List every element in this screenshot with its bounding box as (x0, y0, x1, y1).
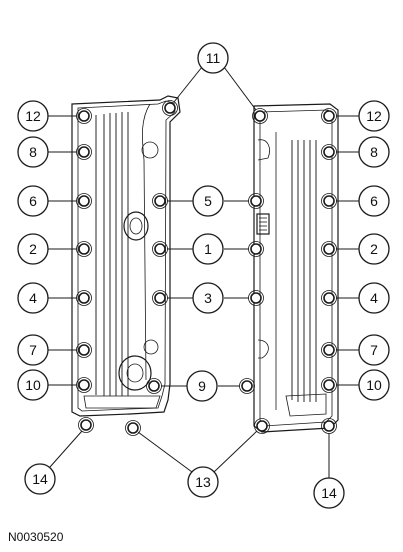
callout-6-right: 6 (358, 185, 390, 217)
callout-14-right: 14 (313, 477, 345, 509)
callout-6-left: 6 (17, 185, 49, 217)
bolt-right-7 (321, 342, 337, 358)
svg-text:12: 12 (25, 108, 41, 124)
bolt-left-1 (152, 241, 168, 257)
callouts: 11 12 8 6 2 4 7 10 14 12 8 6 2 4 7 10 14… (17, 42, 390, 509)
bolt-left-9 (146, 378, 162, 394)
bolt-left-12 (76, 108, 92, 124)
bolt-right-4 (321, 290, 337, 306)
svg-text:9: 9 (198, 378, 206, 394)
svg-text:8: 8 (370, 144, 378, 160)
bolt-left-13 (125, 420, 141, 436)
callout-5: 5 (192, 185, 224, 217)
svg-text:10: 10 (25, 377, 41, 393)
bolt-left-5 (152, 193, 168, 209)
svg-text:10: 10 (366, 377, 382, 393)
left-valve-cover (71, 95, 181, 417)
callout-8-right: 8 (358, 136, 390, 168)
callout-10-left: 10 (17, 369, 49, 401)
figure-id-label: N0030520 (8, 530, 64, 544)
callout-12-right: 12 (358, 100, 390, 132)
svg-text:7: 7 (29, 342, 37, 358)
bolt-left-4 (76, 290, 92, 306)
callout-10-right: 10 (358, 369, 390, 401)
svg-text:6: 6 (370, 193, 378, 209)
bolt-left-14 (78, 417, 94, 433)
callout-8-left: 8 (17, 136, 49, 168)
svg-text:4: 4 (29, 290, 37, 306)
bolt-right-12 (321, 108, 337, 124)
svg-text:6: 6 (29, 193, 37, 209)
bolt-right-10 (321, 377, 337, 393)
bolt-right-3 (248, 290, 264, 306)
callout-1: 1 (192, 233, 224, 265)
bolt-left-11 (162, 100, 178, 116)
bolt-right-14 (321, 418, 337, 434)
callout-2-right: 2 (358, 233, 390, 265)
svg-text:3: 3 (204, 290, 212, 306)
svg-text:13: 13 (195, 474, 211, 490)
callout-7-right: 7 (358, 334, 390, 366)
bolt-right-2 (321, 241, 337, 257)
bolt-left-10 (76, 377, 92, 393)
callout-3: 3 (192, 282, 224, 314)
bolt-right-13 (254, 418, 270, 434)
callout-11-label: 11 (206, 50, 221, 66)
svg-text:1: 1 (204, 241, 212, 257)
callout-4-right: 4 (358, 282, 390, 314)
callout-9: 9 (186, 370, 218, 402)
svg-text:12: 12 (366, 108, 382, 124)
svg-text:2: 2 (29, 241, 37, 257)
bolt-right-6 (321, 193, 337, 209)
svg-text:8: 8 (29, 144, 37, 160)
bolt-right-8 (321, 144, 337, 160)
bolt-right-5 (248, 193, 264, 209)
callout-2-left: 2 (17, 233, 49, 265)
bolt-left-3 (152, 290, 168, 306)
bolt-left-8 (76, 144, 92, 160)
bolt-right-1 (248, 241, 264, 257)
svg-text:5: 5 (204, 193, 212, 209)
bolt-left-6 (76, 193, 92, 209)
callout-12-left: 12 (17, 100, 49, 132)
callout-11: 11 (197, 42, 229, 74)
bolt-left-2 (76, 241, 92, 257)
callout-7-left: 7 (17, 334, 49, 366)
svg-text:14: 14 (321, 485, 337, 501)
callout-4-left: 4 (17, 282, 49, 314)
bolt-right-11 (252, 108, 268, 124)
svg-text:4: 4 (370, 290, 378, 306)
bolt-left-7 (76, 342, 92, 358)
svg-text:7: 7 (370, 342, 378, 358)
callout-13: 13 (187, 466, 219, 498)
svg-text:14: 14 (32, 471, 48, 487)
svg-text:2: 2 (370, 241, 378, 257)
leader-lines (48, 66, 359, 478)
callout-14-left: 14 (24, 463, 56, 495)
bolt-right-9 (239, 378, 255, 394)
